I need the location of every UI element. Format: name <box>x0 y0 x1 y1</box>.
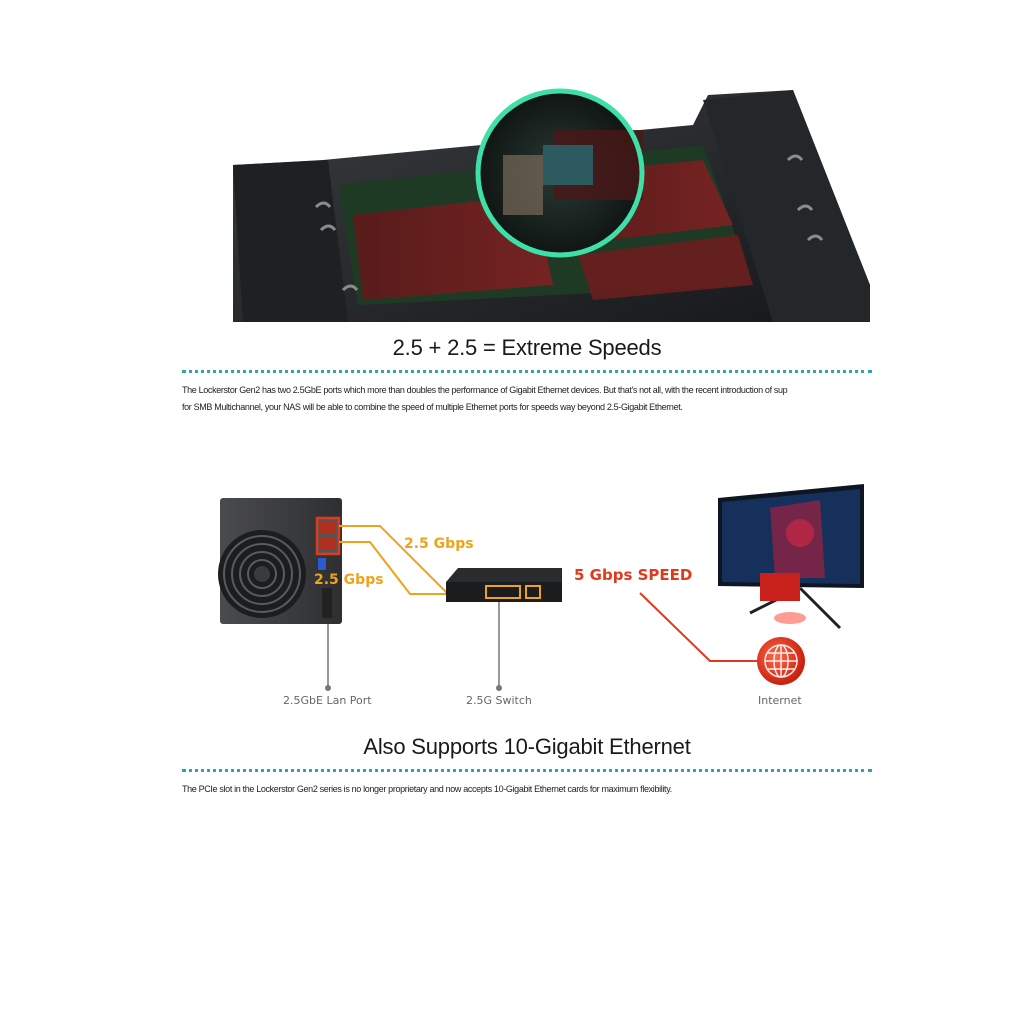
nas-port-label: 2.5GbE Lan Port <box>283 694 372 707</box>
section-body-text: The Lockerstor Gen2 has two 2.5GbE ports… <box>182 382 872 416</box>
body-line-1: The Lockerstor Gen2 has two 2.5GbE ports… <box>182 385 788 395</box>
nas-interior-photo <box>233 85 870 322</box>
internet-label: Internet <box>758 694 802 707</box>
section-body-text-2: The PCIe slot in the Lockerstor Gen2 ser… <box>182 781 872 798</box>
section-title-extreme-speeds: 2.5 + 2.5 = Extreme Speeds <box>392 335 662 360</box>
combined-speed-label: 5 Gbps SPEED <box>574 566 692 584</box>
body-line-1: The PCIe slot in the Lockerstor Gen2 ser… <box>182 784 672 794</box>
internet-globe-icon <box>757 637 805 685</box>
section-divider-2 <box>182 769 872 772</box>
link-speed-label-bottom: 2.5 Gbps <box>314 572 384 588</box>
nas-device-icon <box>218 498 342 624</box>
body-line-2: for SMB Multichannel, your NAS will be a… <box>182 402 683 412</box>
switch-device-icon <box>446 568 562 602</box>
switch-label: 2.5G Switch <box>466 694 532 707</box>
link-speed-label-top: 2.5 Gbps <box>404 536 474 552</box>
network-diagram: 2.5 Gbps 2.5 Gbps 5 Gbps SPEED 2.5GbE La… <box>210 478 875 713</box>
section-title-10gbe: Also Supports 10-Gigabit Ethernet <box>363 734 691 759</box>
monitor-icon <box>718 484 864 630</box>
section-divider <box>182 370 872 373</box>
